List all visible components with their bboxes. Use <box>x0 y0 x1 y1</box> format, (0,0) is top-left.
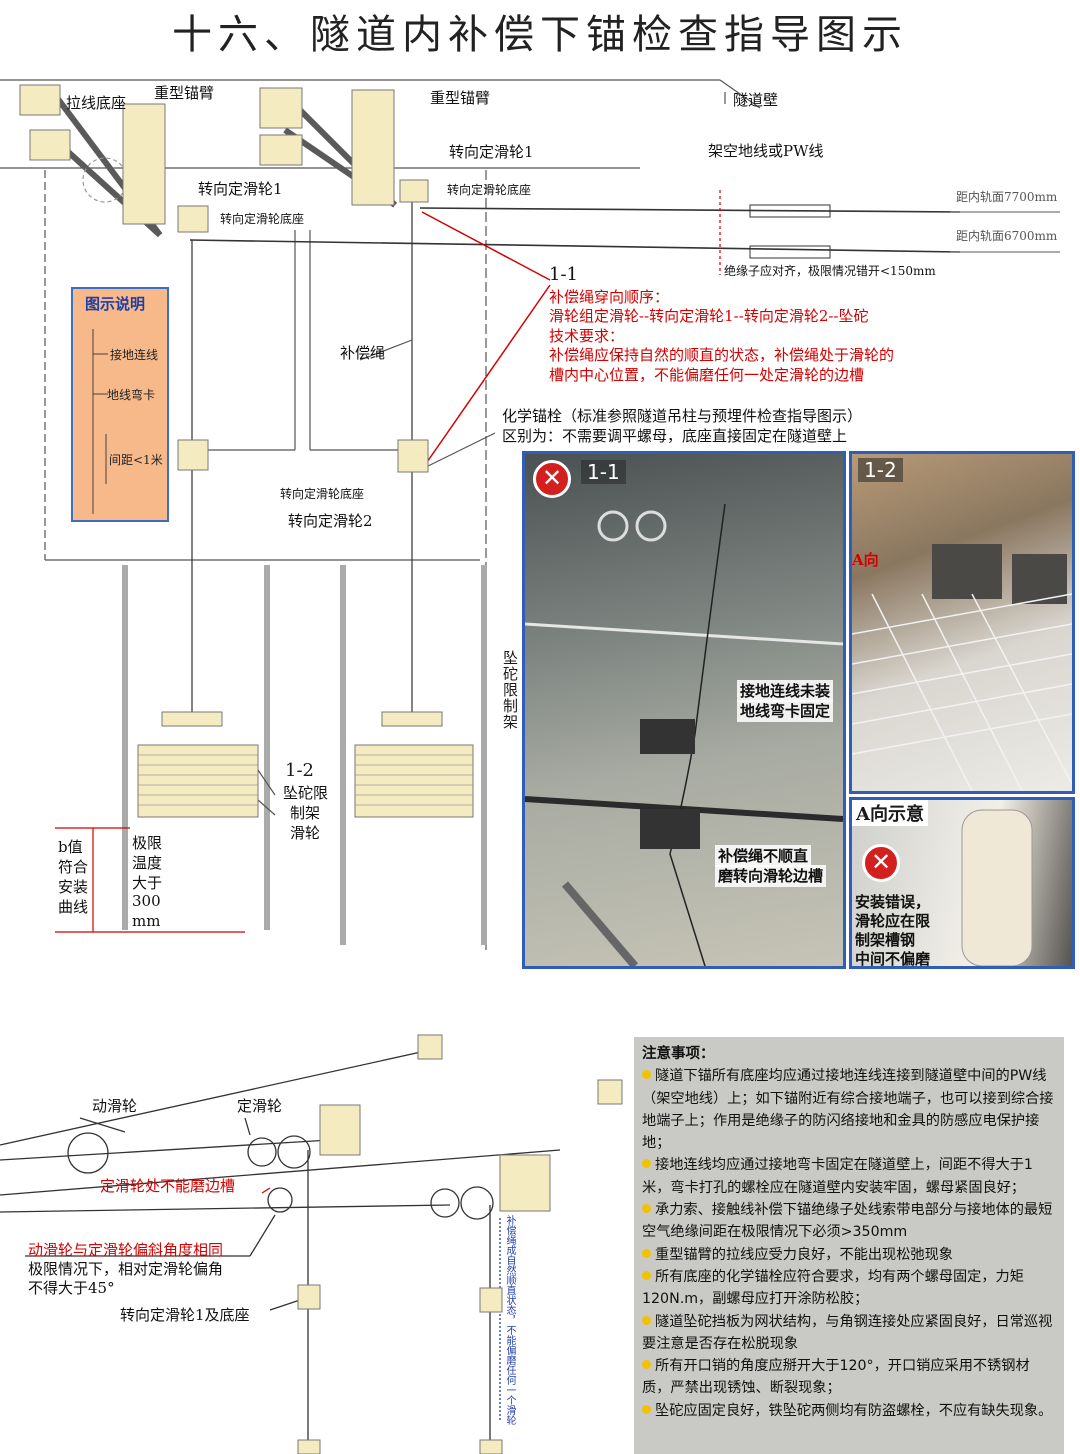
limit-temp-1: 极限 <box>132 834 163 852</box>
label-pulley-base-right: 转向定滑轮底座 <box>447 183 532 197</box>
note-item: 接地连线均应通过接地弯卡固定在隧道壁上，间距不得大于1米，弯卡打孔的螺栓应在隧道… <box>642 1157 1033 1196</box>
weight-stack-left <box>137 744 259 818</box>
label-moving-pulley: 动滑轮 <box>92 1097 138 1115</box>
label-rope-vertical: 补偿绳成自然顺直状态，不能偏磨任何一个滑轮 <box>504 1215 515 1425</box>
note-item: 承力索、接触线补偿下锚绝缘子处线索带电部分与接地体的最短空气绝缘间距在极限情况下… <box>642 1202 1053 1241</box>
label-tunnel-wall: 隧道壁 <box>733 91 779 109</box>
limit-temp-2: 温度 <box>132 854 163 872</box>
requirements-order: 滑轮组定滑轮--转向定滑轮1--转向定滑轮2--坠砣 <box>549 307 869 325</box>
bullet-icon <box>642 1070 651 1080</box>
label-heavy-arm-right: 重型锚臂 <box>430 89 491 107</box>
b-value-2: 符合 <box>58 858 89 876</box>
label-fixed-pulley: 定滑轮 <box>237 1097 283 1115</box>
label-dist-6700: 距内轨面6700mm <box>956 229 1058 243</box>
photo-a-direction: A向示意 ✕ 安装错误， 滑轮应在限 制架槽钢 中间不偏磨 <box>849 797 1075 969</box>
weight-frame-pulley-1: 坠砣限 <box>283 784 329 802</box>
photo-1-2-direction: A向 <box>852 551 879 569</box>
note-item: 重型锚臂的拉线应受力良好，不能出现松弛现象 <box>642 1244 1056 1266</box>
legend-title: 图示说明 <box>85 295 146 313</box>
label-overhead-ground: 架空地线或PW线 <box>708 142 824 160</box>
legend-ground-clamp: 地线弯卡 <box>107 388 156 402</box>
photo-1-1-caption-2a: 补偿绳不顺直 <box>715 845 812 867</box>
label-angle-line1: 动滑轮与定滑轮偏斜角度相同 <box>28 1241 224 1259</box>
legend-spacing: 间距<1米 <box>109 453 163 467</box>
label-heavy-arm-left: 重型锚臂 <box>154 84 215 102</box>
bullet-icon <box>642 1248 651 1258</box>
notes-box: 注意事项： 隧道下锚所有底座均应通过接地连线连接到隧道壁中间的PW线（架空地线）… <box>634 1037 1064 1454</box>
requirements-tech-line2: 槽内中心位置，不能偏磨任何一处定滑轮的边槽 <box>549 366 865 384</box>
requirements-order-title: 补偿绳穿向顺序： <box>549 288 670 306</box>
label-pulley2: 转向定滑轮2 <box>288 512 373 530</box>
photo-a-caption-3: 制架槽钢 <box>855 931 916 949</box>
photo-1-1-caption-2b: 磨转向滑轮边槽 <box>715 865 827 887</box>
notes-title: 注意事项： <box>642 1046 715 1062</box>
b-value-1: b值 <box>58 838 83 856</box>
weight-frame-pulley-2: 制架 <box>290 804 321 822</box>
label-angle-line3: 不得大于45° <box>28 1279 115 1297</box>
b-value-4: 曲线 <box>58 898 89 916</box>
bullet-icon <box>642 1404 651 1414</box>
requirements-ref: 1-1 <box>549 264 578 285</box>
legend-box: 图示说明 接地连线 地线弯卡 间距<1米 <box>71 287 169 522</box>
label-pulley-base-left: 转向定滑轮底座 <box>220 212 305 226</box>
anchor-note-line1: 化学锚栓（标准参照隧道吊柱与预埋件检查指导图示） <box>502 407 863 425</box>
limit-temp-4: 300 <box>132 892 161 910</box>
photo-a-sketch <box>961 809 1033 966</box>
photo-1-1-sketch <box>525 503 843 966</box>
photo-a-caption-2: 滑轮应在限 <box>855 912 931 930</box>
b-value-3: 安装 <box>58 878 89 896</box>
requirements-tech-title: 技术要求： <box>549 327 625 345</box>
note-item: 隧道坠砣挡板为网状结构，与角钢连接处应紧固良好，日常巡视要注意是否存在松脱现象 <box>642 1313 1053 1352</box>
label-no-rub: 定滑轮处不能磨边槽 <box>100 1177 236 1195</box>
photo-a-caption-1: 安装错误， <box>855 893 931 911</box>
legend-ground-link: 接地连线 <box>110 348 159 362</box>
limit-temp-5: mm <box>132 912 161 930</box>
note-item: 坠砣应固定良好，铁坠砣两侧均有防盗螺栓，不应有缺失现象。 <box>642 1400 1056 1422</box>
note-item: 所有底座的化学锚栓应符合要求，均有两个螺母固定，力矩120N.m，副螺母应打开涂… <box>642 1268 1024 1308</box>
note-item: 隧道下锚所有底座均应通过接地连线连接到隧道壁中间的PW线（架空地线）上；如下锚附… <box>642 1068 1054 1152</box>
photo-a-caption-4: 中间不偏磨 <box>855 950 931 968</box>
label-pulley-base-2: 转向定滑轮底座 <box>280 487 365 501</box>
label-comp-rope: 补偿绳 <box>340 344 386 362</box>
photo-1-1-caption-1b: 地线弯卡固定 <box>737 700 834 722</box>
label-pulley1-right: 转向定滑轮1 <box>449 143 534 161</box>
photo-1-2-num: 1-2 <box>858 458 903 482</box>
bullet-icon <box>642 1204 651 1214</box>
photo-1-2-sketch <box>852 544 1072 791</box>
label-insulator-note: 绝缘子应对齐，极限情况错开<150mm <box>724 264 936 278</box>
legend-lines <box>92 329 108 514</box>
label-angle-line2: 极限情况下，相对定滑轮偏角 <box>28 1260 224 1278</box>
weight-ref: 1-2 <box>285 760 314 781</box>
weight-stack-right <box>354 744 474 818</box>
bullet-icon <box>642 1270 651 1280</box>
bullet-icon <box>642 1159 651 1169</box>
bullet-icon <box>642 1360 651 1370</box>
requirements-tech-line1: 补偿绳应保持自然的顺直的状态，补偿绳处于滑轮的 <box>549 346 895 364</box>
error-x-icon-2: ✕ <box>862 844 900 882</box>
error-x-icon: ✕ <box>533 460 571 498</box>
photo-1-1-caption-1a: 接地连线未装 <box>737 680 834 702</box>
label-pulley1-left: 转向定滑轮1 <box>198 180 283 198</box>
page-title: 十六、隧道内补偿下锚检查指导图示 <box>172 12 908 58</box>
photo-1-1-num: 1-1 <box>581 460 626 484</box>
limit-temp-3: 大于 <box>132 874 163 892</box>
bullet-icon <box>642 1315 651 1325</box>
photo-1-1: ✕ 1-1 接地连线未装 地线弯卡固定 补偿绳不顺直 磨转向滑轮边槽 <box>522 451 846 969</box>
weight-frame-pulley-3: 滑轮 <box>290 824 321 842</box>
photo-a-title: A向示意 <box>852 800 928 826</box>
anchor-note-line2: 区别为：不需要调平螺母，底座直接固定在隧道壁上 <box>502 427 848 445</box>
note-item: 所有开口销的角度应掰开大于120°，开口销应采用不锈钢材质，严禁出现锈蚀、断裂现… <box>642 1358 1030 1397</box>
photo-1-2: 1-2 A向 <box>849 451 1075 794</box>
label-weight-limit-frame: 坠砣限制架 <box>501 650 519 730</box>
label-guy-base: 拉线底座 <box>66 94 127 112</box>
label-dist-7700: 距内轨面7700mm <box>956 190 1058 204</box>
label-pulley1-base: 转向定滑轮1及底座 <box>120 1306 250 1324</box>
